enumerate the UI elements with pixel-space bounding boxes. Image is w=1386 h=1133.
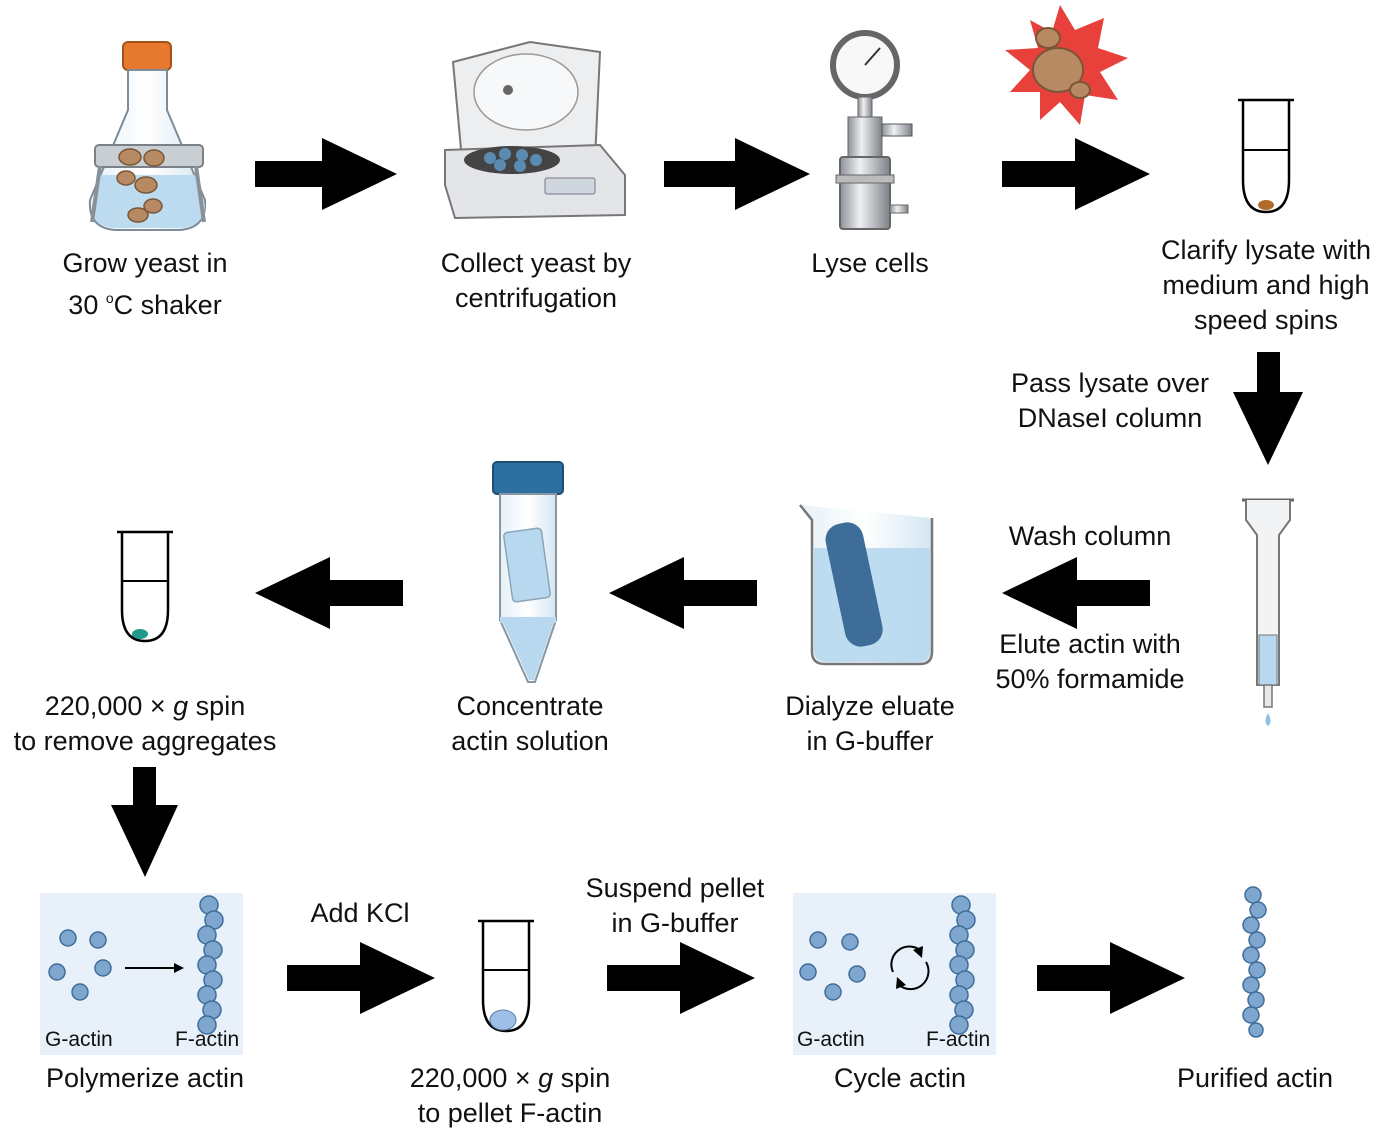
f-actin-label: F-actin <box>926 1028 991 1051</box>
grow-label: Grow yeast in 30 oC shaker <box>62 248 228 320</box>
column-icon <box>1242 498 1294 726</box>
arrow-right-3 <box>1002 138 1150 210</box>
collect-label: Collect yeast by centrifugation <box>440 248 632 313</box>
arrow-down-2 <box>111 767 178 877</box>
beaker-icon <box>799 504 934 666</box>
lyse-label: Lyse cells <box>811 248 929 278</box>
flask-icon <box>88 41 207 231</box>
yeast-burst-icon <box>1005 5 1128 125</box>
dialyze-label: Dialyze eluate in G-buffer <box>785 691 955 756</box>
arrow-right-6 <box>1037 942 1185 1014</box>
arrow-right-5 <box>607 942 755 1014</box>
f-actin-label: F-actin <box>175 1028 240 1051</box>
g-actin-label: G-actin <box>797 1028 865 1051</box>
pass-label: Pass lysate over DNaseI column <box>1010 368 1210 433</box>
actin-panel-icon <box>793 893 996 1055</box>
arrow-right-2 <box>664 138 810 210</box>
conical-tube-icon <box>492 461 564 683</box>
cycle-label: Cycle actin <box>833 1063 967 1093</box>
arrow-right-4 <box>287 942 435 1014</box>
tube-icon <box>117 530 173 643</box>
wash-label: Wash column <box>1008 521 1172 551</box>
spin2-label: 220,000 × g spin to pellet F-actin <box>409 1063 611 1128</box>
arrow-down-1 <box>1233 352 1303 465</box>
tube-icon <box>478 919 534 1033</box>
clarify-label: Clarify lysate with medium and high spee… <box>1160 235 1372 335</box>
arrow-left-2 <box>609 557 757 629</box>
pressure-cell-icon <box>830 30 913 230</box>
cycle-arrows-icon <box>890 945 930 991</box>
spin1-label: 220,000 × g spin to remove aggregates <box>13 691 277 756</box>
centrifuge-icon <box>444 40 626 220</box>
actin-filament-icon <box>1242 886 1267 1038</box>
tube-icon <box>1238 98 1294 214</box>
elute-label: Elute actin with 50% formamide <box>995 629 1185 694</box>
add-kcl-label: Add KCl <box>310 898 410 928</box>
polymerize-label: Polymerize actin <box>45 1063 245 1093</box>
purified-label: Purified actin <box>1176 1063 1334 1093</box>
actin-panel-icon <box>40 893 243 1055</box>
g-actin-label: G-actin <box>45 1028 113 1051</box>
suspend-label: Suspend pellet in G-buffer <box>585 873 765 938</box>
concentrate-label: Concentrate actin solution <box>451 691 609 756</box>
arrow-left-1 <box>1002 557 1150 629</box>
arrow-right-1 <box>255 138 397 210</box>
arrow-left-3 <box>255 557 403 629</box>
